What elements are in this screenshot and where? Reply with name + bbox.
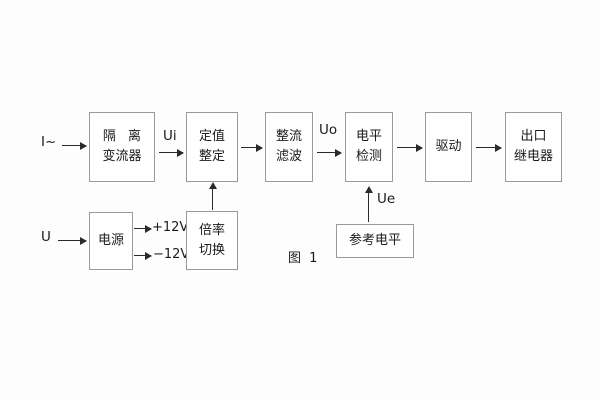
block-reference-level-line1: 参考电平 [348, 233, 401, 249]
rail-positive-label: +12V [152, 220, 189, 235]
block-power-supply-line1: 电源 [97, 233, 124, 249]
block-isolation-transformer[interactable]: 隔 离 变流器 [89, 112, 155, 182]
block-output-relay[interactable]: 出口 继电器 [505, 112, 562, 182]
arrow-power-positive-rail [134, 224, 152, 233]
block-setting-value-line2: 整定 [198, 149, 225, 164]
arrow-level-to-drive [397, 143, 423, 152]
block-level-detection-line2: 检测 [355, 149, 382, 164]
block-output-relay-line2: 继电器 [513, 149, 553, 164]
figure-caption: 图 1 [288, 251, 320, 266]
voltage-input-label: U [41, 229, 51, 245]
block-setting-value[interactable]: 定值 整定 [186, 112, 238, 182]
signal-ui-label: Ui [163, 128, 177, 144]
block-drive-line1: 驱动 [435, 139, 462, 155]
block-rectify-filter[interactable]: 整流 滤波 [265, 112, 313, 182]
arrow-power-negative-rail [134, 251, 152, 260]
block-multiplier-switch-line2: 切换 [198, 242, 225, 258]
arrow-multiplier-to-setting [208, 182, 217, 210]
block-setting-value-line1: 定值 [198, 129, 225, 145]
signal-uo-label: Uo [319, 122, 338, 138]
arrow-drive-to-output-relay [476, 143, 502, 152]
block-multiplier-switch[interactable]: 倍率 切换 [186, 211, 238, 270]
arrow-isolation-to-setting [159, 148, 184, 157]
arrow-setting-to-rectify [241, 143, 263, 152]
arrow-voltage-to-power [58, 236, 87, 245]
block-isolation-transformer-line2: 变流器 [102, 149, 142, 164]
block-drive[interactable]: 驱动 [425, 112, 472, 182]
rail-negative-label: −12V [153, 247, 190, 262]
block-isolation-transformer-line1: 隔 离 [102, 129, 146, 145]
block-output-relay-line1: 出口 [520, 129, 547, 145]
arrow-reference-to-level-detection [364, 186, 373, 222]
block-multiplier-switch-line1: 倍率 [198, 222, 225, 238]
arrow-rectify-to-level [317, 148, 342, 157]
block-reference-level[interactable]: 参考电平 [336, 224, 414, 258]
block-rectify-filter-line2: 滤波 [275, 149, 302, 164]
block-level-detection[interactable]: 电平 检测 [345, 112, 393, 182]
block-level-detection-line1: 电平 [355, 129, 382, 145]
block-power-supply[interactable]: 电源 [89, 212, 133, 270]
signal-ue-label: Ue [377, 191, 396, 207]
current-input-label: I~ [41, 134, 57, 150]
arrow-current-to-isolation [62, 141, 87, 150]
block-rectify-filter-line1: 整流 [275, 129, 302, 145]
